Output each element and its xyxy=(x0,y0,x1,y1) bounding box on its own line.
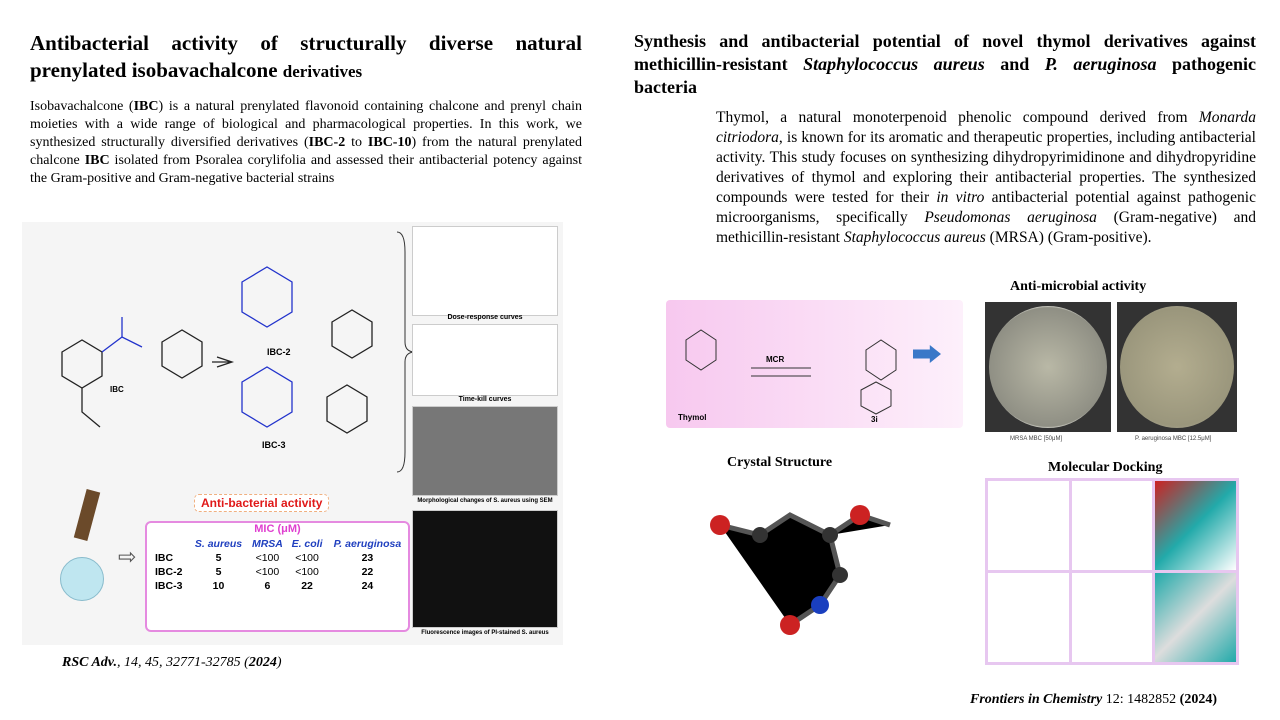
plant-icon xyxy=(73,489,101,541)
compound-label: IBC-2 xyxy=(267,347,291,357)
dish-photo-2 xyxy=(1117,302,1237,432)
activity-title: Anti-bacterial activity xyxy=(194,494,330,512)
dish2-caption: P. aeruginosa MBC [12.5μM] xyxy=(1135,436,1212,442)
mic-cell: 23 xyxy=(361,552,374,564)
molecular-docking-image xyxy=(985,478,1239,665)
mic-column-header xyxy=(147,537,189,551)
docking-title: Molecular Docking xyxy=(1048,460,1163,475)
chemical-structures: IBC IBC-2 IBC-3 xyxy=(61,231,416,473)
mic-cell: <100 xyxy=(255,552,280,564)
sem-panel xyxy=(412,406,558,496)
dish1-caption: MRSA MBC [50μM] xyxy=(1010,436,1063,442)
left-abstract: Isobavachalcone (IBC) is a natural preny… xyxy=(30,99,583,186)
arrow-icon: ⇨ xyxy=(118,544,137,569)
left-citation: RSC Adv., 14, 45, 32771-32785 (2024) xyxy=(62,655,282,670)
crystal-title: Crystal Structure xyxy=(727,455,833,470)
mcr-label: MCR xyxy=(766,355,784,364)
right-citation: Frontiers in Chemistry 12: 1482852 (2024… xyxy=(970,692,1217,707)
mic-cell: 5 xyxy=(215,552,222,564)
mic-column-header: E. coli xyxy=(291,538,323,550)
crystal-structure-image xyxy=(710,505,891,635)
mic-table: MIC (μM) S. aureus MRSA E. coli P. aerugino… xyxy=(145,521,410,632)
dish-photo-1 xyxy=(985,302,1111,432)
left-article-title: Antibacterial activity of structurally d… xyxy=(30,31,582,82)
mic-cell: <100 xyxy=(295,566,319,578)
antimicrobial-title: Anti-microbial activity xyxy=(1010,279,1147,294)
mic-cell: IBC-3 xyxy=(155,580,183,592)
petri-dish-icon xyxy=(60,557,104,601)
right-article-title: Synthesis and antibacterial potential of… xyxy=(634,31,1256,97)
mic-column-header: P. aeruginosa xyxy=(333,538,402,550)
dose-response-panel xyxy=(412,226,558,316)
mic-cell: IBC-2 xyxy=(155,566,183,578)
mic-cell: 10 xyxy=(212,580,225,592)
caption-timekill: Time-kill curves xyxy=(458,396,512,403)
synthesis-scheme: MCR Thymol 3i xyxy=(666,300,963,428)
compound-label: IBC xyxy=(110,385,124,394)
mic-cell: IBC xyxy=(155,552,174,564)
arrow-icon xyxy=(913,345,941,363)
thymol-label: Thymol xyxy=(678,413,706,422)
mic-column-header: S. aureus xyxy=(194,538,243,550)
mic-cell: 6 xyxy=(264,580,271,592)
caption-fluor: Fluorescence images of PI-stained S. aur… xyxy=(421,630,549,636)
mic-column-header: MRSA xyxy=(251,538,283,550)
caption-sem: Morphological changes of S. aureus using… xyxy=(417,498,553,504)
mic-cell: 5 xyxy=(215,566,222,578)
table-row: IBC 5 <100 <100 23 xyxy=(147,551,408,565)
mic-cell: 22 xyxy=(301,580,313,592)
fluorescence-panel xyxy=(412,510,558,628)
product-label: 3i xyxy=(871,415,878,424)
time-kill-panel xyxy=(412,324,558,396)
mic-cell: <100 xyxy=(255,566,280,578)
mic-cell: 22 xyxy=(361,566,374,578)
caption-dose: Dose-response curves xyxy=(447,314,523,321)
mic-cell: <100 xyxy=(295,552,319,564)
compound-label: IBC-3 xyxy=(262,440,286,450)
right-abstract: Thymol, a natural monoterpenoid phenolic… xyxy=(716,109,1257,246)
table-row: IBC-3 10 6 22 24 xyxy=(147,579,408,593)
mic-title: MIC (μM) xyxy=(254,523,301,535)
mic-cell: 24 xyxy=(361,580,374,592)
table-row: IBC-2 5 <100 <100 22 xyxy=(147,565,408,579)
